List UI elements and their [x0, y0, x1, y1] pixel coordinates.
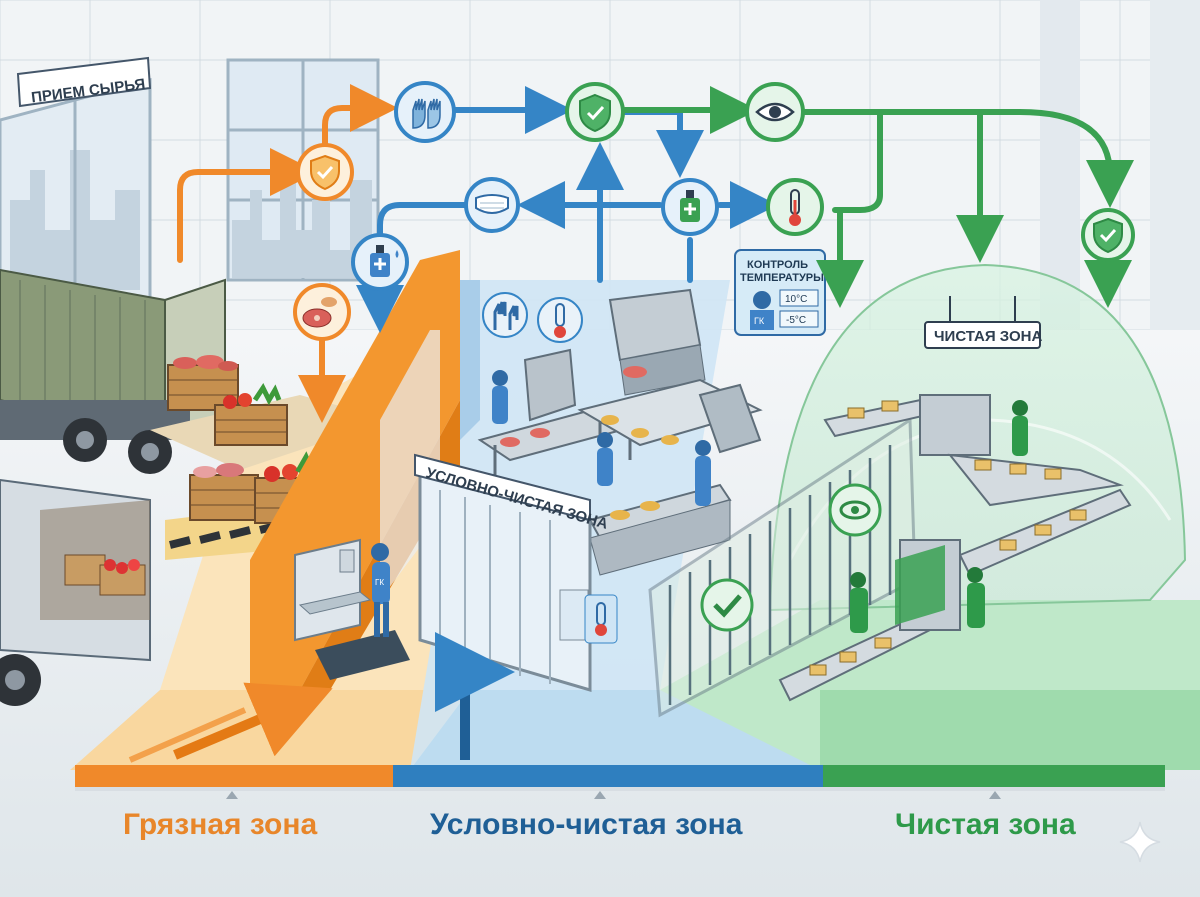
- temp-panel-line2: ТЕМПЕРАТУРЫ: [740, 272, 824, 284]
- shield-check-icon-conditional: [565, 82, 625, 142]
- zone-label-conditional: Условно-чистая зона: [430, 808, 743, 841]
- gate-thermometer-icon: [584, 594, 618, 644]
- window-left: [0, 78, 152, 302]
- temp-value-1: 10°C: [785, 294, 807, 305]
- shield-check-icon-clean: [1081, 208, 1135, 262]
- zone-label-dirty: Грязная зона: [123, 808, 318, 841]
- flow-arrows-clean: [622, 86, 1134, 308]
- wall-thermometer-icon: [537, 297, 583, 343]
- crate-veg-1: [214, 383, 288, 446]
- hand-wash-station: [294, 538, 410, 680]
- truck-bottom: [0, 478, 151, 706]
- floor-arrow-conditional: [434, 632, 515, 760]
- flow-arrows-conditional: [356, 86, 778, 333]
- crate-meat-2: [189, 463, 259, 521]
- temperature-control-panel: КОНТРОЛЬ ТЕМПЕРАТУРЫ ГК 10°C -5°C: [734, 249, 826, 336]
- mask-icon: [464, 177, 520, 233]
- sparkle-icon: [1119, 821, 1161, 863]
- meat-icon: [293, 283, 351, 341]
- temp-panel-badge: ГК: [754, 316, 765, 326]
- shield-check-icon: [296, 143, 354, 201]
- receiving-sign: ПРИЕМ СЫРЬЯ: [16, 56, 152, 108]
- zone-label-clean: Чистая зона: [895, 808, 1076, 841]
- clean-conveyors: [778, 394, 1132, 702]
- thermometer-icon: [766, 178, 824, 236]
- worker-dirty: ГК: [371, 543, 390, 637]
- sanitizer-icon-left: [351, 233, 409, 291]
- temp-panel-line1: КОНТРОЛЬ: [747, 259, 808, 271]
- badge-gk: ГК: [375, 578, 384, 587]
- gloves-icon: [394, 81, 456, 143]
- clean-zone-sign: ЧИСТАЯ ЗОНА: [924, 296, 1042, 349]
- eye-icon: [745, 82, 805, 142]
- floor-arrow-dirty: [128, 682, 333, 763]
- sanitizer-icon: [661, 178, 719, 236]
- wall-gloves-icon: [482, 292, 528, 338]
- flow-arrows-dirty: [177, 84, 398, 423]
- workers-clean: [850, 400, 1028, 633]
- temp-value-2: -5°C: [786, 315, 806, 326]
- clean-zone-sign-text: ЧИСТАЯ ЗОНА: [934, 328, 1042, 345]
- zone-bar: [75, 765, 1165, 799]
- workers-conditional: [492, 370, 711, 506]
